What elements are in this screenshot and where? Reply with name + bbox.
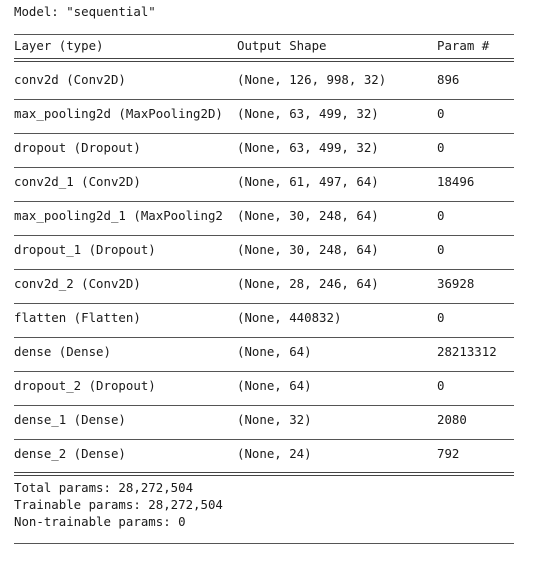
total-params: Total params: 28,272,504 [14, 480, 194, 495]
param-count-cell: 2080 [437, 412, 467, 427]
layer-name-cell: max_pooling2d (MaxPooling2D) [14, 106, 223, 121]
row-divider [14, 405, 514, 406]
output-shape-cell: (None, 30, 248, 64) [237, 242, 379, 257]
output-shape-cell: (None, 30, 248, 64) [237, 208, 379, 223]
param-count-cell: 0 [437, 242, 445, 257]
layer-name-cell: conv2d_1 (Conv2D) [14, 174, 141, 189]
model-title: Model: "sequential" [14, 4, 156, 19]
row-divider [14, 269, 514, 270]
param-count-cell: 36928 [437, 276, 475, 291]
row-divider [14, 167, 514, 168]
bottom-divider [14, 543, 514, 544]
header-layer: Layer (type) [14, 38, 104, 53]
row-divider [14, 99, 514, 100]
output-shape-cell: (None, 24) [237, 446, 312, 461]
row-divider [14, 371, 514, 372]
param-count-cell: 28213312 [437, 344, 497, 359]
output-shape-cell: (None, 64) [237, 378, 312, 393]
param-count-cell: 0 [437, 140, 445, 155]
header-param-count: Param # [437, 38, 490, 53]
row-divider [14, 235, 514, 236]
row-divider [14, 337, 514, 338]
param-count-cell: 896 [437, 72, 460, 87]
param-count-cell: 18496 [437, 174, 475, 189]
layer-name-cell: dense (Dense) [14, 344, 111, 359]
layer-name-cell: dropout_2 (Dropout) [14, 378, 156, 393]
row-divider [14, 439, 514, 440]
row-divider [14, 201, 514, 202]
param-count-cell: 792 [437, 446, 460, 461]
layer-name-cell: max_pooling2d_1 (MaxPooling2 [14, 208, 223, 223]
output-shape-cell: (None, 32) [237, 412, 312, 427]
row-divider [14, 133, 514, 134]
output-shape-cell: (None, 61, 497, 64) [237, 174, 379, 189]
param-count-cell: 0 [437, 208, 445, 223]
output-shape-cell: (None, 440832) [237, 310, 342, 325]
output-shape-cell: (None, 126, 998, 32) [237, 72, 387, 87]
footer-double-divider [14, 472, 514, 476]
header-double-divider [14, 58, 514, 62]
layer-name-cell: conv2d (Conv2D) [14, 72, 126, 87]
layer-name-cell: dense_1 (Dense) [14, 412, 126, 427]
layer-name-cell: dropout (Dropout) [14, 140, 141, 155]
top-divider [14, 34, 514, 35]
layer-name-cell: flatten (Flatten) [14, 310, 141, 325]
trainable-params: Trainable params: 28,272,504 [14, 497, 223, 512]
non-trainable-params: Non-trainable params: 0 [14, 514, 186, 529]
output-shape-cell: (None, 64) [237, 344, 312, 359]
output-shape-cell: (None, 63, 499, 32) [237, 106, 379, 121]
row-divider [14, 303, 514, 304]
layer-name-cell: dense_2 (Dense) [14, 446, 126, 461]
layer-name-cell: conv2d_2 (Conv2D) [14, 276, 141, 291]
param-count-cell: 0 [437, 310, 445, 325]
output-shape-cell: (None, 63, 499, 32) [237, 140, 379, 155]
param-count-cell: 0 [437, 106, 445, 121]
param-count-cell: 0 [437, 378, 445, 393]
output-shape-cell: (None, 28, 246, 64) [237, 276, 379, 291]
header-output-shape: Output Shape [237, 38, 327, 53]
layer-name-cell: dropout_1 (Dropout) [14, 242, 156, 257]
